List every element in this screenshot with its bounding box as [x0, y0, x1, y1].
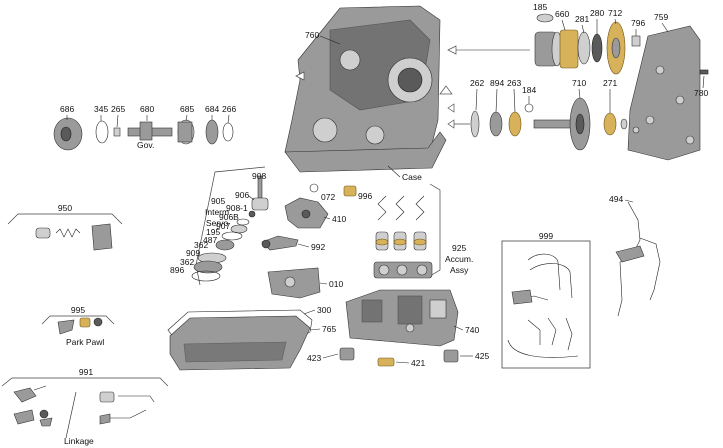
box-999	[501, 240, 591, 369]
callout-accum: Accum.	[445, 254, 473, 264]
callout-996: 996	[358, 191, 372, 201]
callout-925: 925	[452, 243, 466, 253]
input-clutch-group	[534, 21, 641, 75]
pawl-spring	[93, 317, 103, 327]
arrow-marker	[447, 103, 455, 113]
callout-410: 410	[332, 214, 346, 224]
callout-991: 991	[79, 367, 93, 377]
callout-263: 263	[507, 78, 521, 88]
callout-906B: 906B	[219, 212, 239, 222]
pawl-part	[57, 319, 75, 335]
callout-909: 909	[186, 248, 200, 258]
pawl-shaft	[79, 317, 91, 328]
callout-894: 894	[490, 78, 504, 88]
governor-group	[53, 117, 234, 151]
bracket-995	[41, 315, 115, 325]
callout-712: 712	[608, 8, 622, 18]
callout-park-pawl: Park Pawl	[66, 337, 104, 347]
block-950	[91, 223, 113, 251]
callout-908: 908	[252, 171, 266, 181]
servo-bracket	[195, 166, 266, 286]
callout-case: Case	[402, 172, 422, 182]
callout-760: 760	[305, 30, 319, 40]
bracket-925	[429, 183, 441, 277]
callout-265: 265	[111, 104, 125, 114]
callout-300: 300	[317, 305, 331, 315]
callout-740: 740	[465, 325, 479, 335]
transmission-case	[284, 5, 447, 173]
callout-195: 195	[206, 227, 220, 237]
callout-421: 421	[411, 358, 425, 368]
callout-710: 710	[572, 78, 586, 88]
callout-995: 995	[71, 305, 85, 315]
callout-linkage: Linkage	[64, 436, 94, 446]
callout-908-1: 908-1	[226, 203, 248, 213]
callout-999: 999	[539, 231, 553, 241]
oil-pan-group	[167, 309, 313, 371]
dipstick-tube-494	[615, 201, 661, 317]
accumulator-group	[373, 195, 433, 279]
callout-680: 680	[140, 104, 154, 114]
servo-group	[191, 175, 269, 282]
callout-686: 686	[60, 104, 74, 114]
arrow-marker	[447, 119, 455, 129]
callout-010: 010	[329, 279, 343, 289]
callout-950: 950	[58, 203, 72, 213]
ring-185	[536, 13, 554, 23]
callout-992: 992	[311, 242, 325, 252]
tube-set-999	[507, 253, 579, 358]
bracket-950	[7, 213, 123, 225]
callout-184: 184	[522, 85, 536, 95]
callout-660: 660	[555, 9, 569, 19]
callout-487: 487	[203, 235, 217, 245]
callout-280: 280	[590, 8, 604, 18]
callout-185: 185	[533, 2, 547, 12]
callout-servo: Servo	[206, 218, 228, 228]
callout-345: 345	[94, 104, 108, 114]
plug-950	[35, 227, 51, 239]
callout-423: 423	[307, 353, 321, 363]
callout-interm: Interm.	[205, 207, 231, 217]
callout-425: 425	[475, 351, 489, 361]
callout-494: 494	[609, 194, 623, 204]
callout-362b: 362	[180, 257, 194, 267]
spring-950	[55, 228, 81, 238]
arrow-marker	[439, 85, 453, 95]
arrow-marker	[447, 45, 457, 55]
callout-685: 685	[180, 104, 194, 114]
callout-896: 896	[170, 265, 184, 275]
callout-271: 271	[603, 78, 617, 88]
callout-gov: Gov.	[137, 140, 154, 150]
callout-266: 266	[222, 104, 236, 114]
callout-281: 281	[575, 14, 589, 24]
callout-assy: Assy	[450, 265, 469, 275]
callout-907: 907	[216, 221, 230, 231]
bracket-991	[1, 377, 169, 387]
output-shaft-group	[470, 97, 628, 151]
callout-796: 796	[631, 18, 645, 28]
callout-780: 780	[694, 88, 708, 98]
callout-906: 906	[235, 190, 249, 200]
part-421	[377, 357, 395, 367]
arrow-marker	[295, 71, 305, 81]
valve-body-740	[345, 289, 459, 347]
lever-992	[261, 235, 299, 251]
linkage-parts	[13, 385, 155, 439]
callout-262: 262	[470, 78, 484, 88]
part-425	[443, 349, 459, 363]
part-423	[339, 347, 355, 361]
bolt-780	[699, 69, 709, 75]
callout-765: 765	[322, 324, 336, 334]
callout-684: 684	[205, 104, 219, 114]
callout-905: 905	[211, 196, 225, 206]
callout-072: 072	[321, 192, 335, 202]
ring-072	[309, 183, 319, 193]
callout-759: 759	[654, 12, 668, 22]
callout-362a: 362	[194, 240, 208, 250]
part-996	[343, 185, 357, 197]
side-cover	[627, 25, 701, 161]
